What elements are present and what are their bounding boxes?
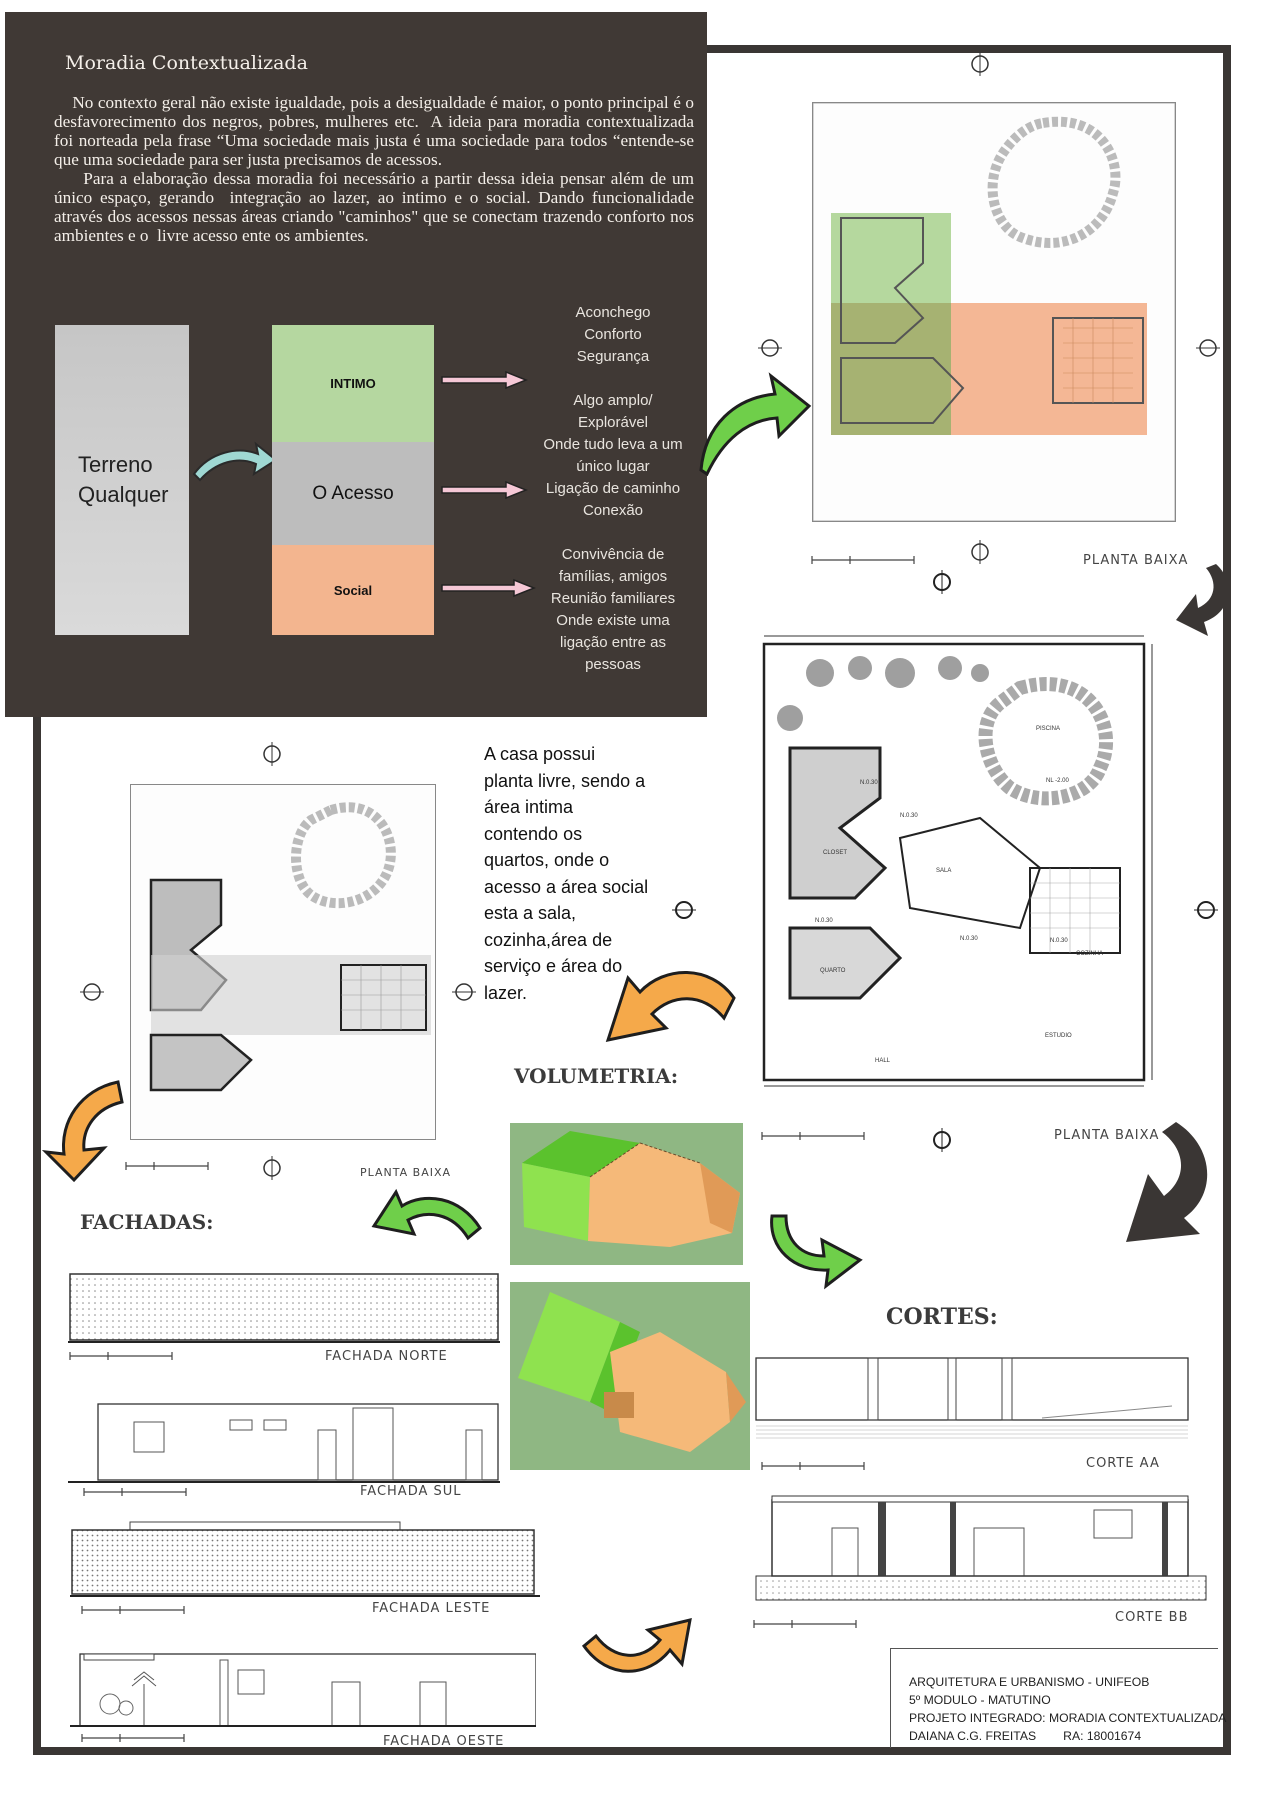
green-arrow-icon [770,1214,863,1290]
scale-bar-icon [125,1162,209,1170]
arrow-right-icon [441,480,529,500]
cortes-heading: CORTES: [886,1304,998,1330]
fachada-oeste-drawing [70,1646,536,1728]
fachada-leste-label: FACHADA LESTE [372,1601,491,1616]
floor-plan-gray-drawing [149,802,431,1092]
fachada-sul-drawing [68,1398,500,1484]
corte-bb-drawing [752,1494,1210,1606]
section-marker-icon [452,983,476,1001]
zone-intimo: INTIMO [272,325,434,442]
room-label-piscina: PISCINA [1036,726,1061,732]
volume-model-drawing [518,1292,746,1452]
floor-plan-detailed-drawing [762,635,1153,1087]
zone-social: Social [272,545,434,635]
corte-bb-label: CORTE BB [1115,1610,1189,1625]
planta-baixa-gray [130,784,436,1140]
floor-plan-zoned-drawing [813,103,1175,521]
elevation-drawing [68,1403,500,1483]
section-marker-icon [263,742,281,766]
fachada-norte-drawing [68,1270,500,1346]
section-marker-icon [933,1128,951,1152]
acesso-notes: Algo amplo/ Explorável Onde tudo leva a … [543,392,683,519]
scale-bar-icon [761,1132,865,1140]
corte-aa-label: CORTE AA [1086,1456,1160,1471]
scale-bar-icon [69,1352,173,1360]
orange-arrow-icon [581,1618,692,1673]
room-label-sala: SALA [936,868,952,874]
section-marker-icon [1194,901,1218,919]
level-label: N.0.30 [815,918,833,924]
room-label-closet: CLOSET [823,850,848,856]
scale-bar-icon [761,1462,865,1470]
credits-block: ARQUITETURA E URBANISMO - UNIFEOB 5º MOD… [890,1648,1227,1748]
scale-bar-icon [83,1488,187,1496]
elevation-drawing [70,1521,540,1597]
section-marker-icon [672,901,696,919]
volume-model-drawing [522,1131,740,1247]
orange-arrow-icon [605,971,736,1042]
section-marker-icon [80,983,104,1001]
section-drawing [755,1357,1189,1439]
section-marker-icon [971,540,989,564]
credits-line-4: DAIANA C.G. FREITAS RA: 18001674 [909,1729,1142,1743]
intro-title: Moradia Contextualizada [65,52,308,74]
intro-paragraph: No contexto geral não existe igualdade, … [54,93,695,245]
orange-arrow-icon [41,1080,124,1183]
scale-bar-icon [753,1620,857,1628]
planta-baixa-label-2: PLANTA BAIXA [1054,1128,1160,1143]
scale-bar-icon [81,1606,185,1614]
planta-baixa-label-1: PLANTA BAIXA [1083,553,1189,568]
dark-arrow-icon [1176,564,1229,636]
level-label: N.0.30 [860,780,878,786]
terreno-label: Terreno Qualquer [78,452,169,507]
section-marker-icon [263,1156,281,1180]
volumetria-view-2 [510,1282,750,1470]
zone-acesso: O Acesso [272,442,434,545]
scale-bar-icon [81,1734,185,1742]
fachadas-heading: FACHADAS: [80,1210,214,1234]
corte-aa-drawing [752,1346,1192,1450]
fachada-leste-drawing [70,1518,540,1600]
planta-baixa-label-3: PLANTA BAIXA [360,1166,452,1179]
room-label-estudio: ESTUDIO [1045,1033,1072,1039]
volumetria-heading: VOLUMETRIA: [514,1064,679,1088]
credits-line-2: 5º MODULO - MATUTINO [909,1693,1051,1707]
house-description: A casa possui planta livre, sendo a área… [484,744,649,1003]
section-marker-icon [1196,339,1220,357]
planta-baixa-detailed: N.0.30 N.0.30 N.0.30 N.0.30 N.0.30 PISCI… [760,628,1160,1096]
arrow-right-icon [441,578,537,598]
terreno-block: Terreno Qualquer [55,325,189,635]
fachada-oeste-label: FACHADA OESTE [383,1734,505,1749]
level-label: N.0.30 [1050,938,1068,944]
level-label: NL -2.00 [1046,778,1069,784]
room-label-quarto: QUARTO [820,968,846,974]
arrow-right-icon [441,370,529,390]
social-notes: Convivência de famílias, amigos Reunião … [550,546,676,673]
elevation-drawing [68,1273,500,1343]
curved-arrow-icon [192,441,278,482]
fachada-sul-label: FACHADA SUL [360,1484,462,1499]
elevation-drawing [70,1653,536,1727]
level-label: N.0.30 [900,813,918,819]
fachada-norte-label: FACHADA NORTE [325,1349,448,1364]
planta-baixa-zoned [812,102,1176,522]
level-label: N.0.30 [960,936,978,942]
section-marker-icon [758,339,782,357]
section-drawing [755,1495,1207,1601]
room-label-cozinha: COZINHA [1076,951,1103,957]
credits-line-3: PROJETO INTEGRADO: MORADIA CONTEXTUALIZA… [909,1711,1227,1725]
volumetria-view-1 [510,1123,743,1265]
section-marker-icon [971,52,989,76]
green-arrow-icon [371,1188,482,1241]
intimo-notes: Aconchego Conforto Segurança [575,304,651,365]
room-label-hall: HALL [875,1058,891,1064]
credits-line-1: ARQUITETURA E URBANISMO - UNIFEOB [909,1675,1150,1689]
green-arrow-icon [699,372,812,477]
section-marker-icon [933,570,951,594]
scale-bar-icon [811,556,915,564]
dark-arrow-icon [1126,1122,1208,1242]
